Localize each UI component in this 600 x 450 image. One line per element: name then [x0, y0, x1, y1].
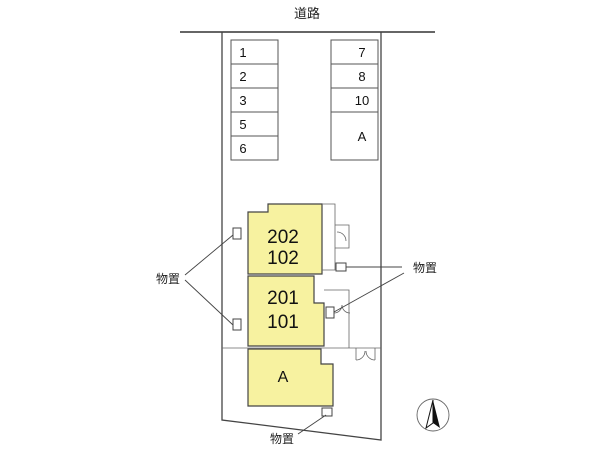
parking-space-5: 5: [239, 117, 246, 132]
unit-a-label: A: [278, 369, 289, 386]
storage-label-right: 物置: [413, 261, 437, 275]
parking-right-group: 7 8 10 A: [330, 39, 379, 161]
parking-left-group: 1 2 3 5 6: [230, 39, 279, 161]
north-arrow-icon: [416, 398, 450, 432]
storage-box: [325, 306, 335, 319]
leader-lines: [184, 234, 405, 435]
parking-space-7: 7: [358, 45, 365, 60]
road-label: 道路: [294, 6, 320, 22]
parking-space-a: A: [358, 129, 367, 144]
parking-space-1: 1: [239, 45, 246, 60]
unit-a: [247, 348, 334, 407]
storage-box: [232, 318, 242, 331]
unit-102-label: 102: [267, 248, 299, 269]
unit-201-101: [247, 275, 325, 347]
storage-label-bottom: 物置: [270, 432, 294, 446]
storage-box: [335, 262, 347, 272]
parking-space-8: 8: [358, 69, 365, 84]
storage-box: [321, 407, 333, 417]
storage-box: [232, 227, 242, 240]
parking-space-3: 3: [239, 93, 246, 108]
parking-space-2: 2: [239, 69, 246, 84]
lot-boundary: [221, 32, 382, 441]
parking-space-10: 10: [355, 93, 369, 108]
entrance-outlines: [322, 203, 376, 361]
parking-space-6: 6: [239, 141, 246, 156]
unit-201-label: 201: [267, 288, 299, 309]
storage-label-left: 物置: [156, 272, 180, 286]
unit-101-label: 101: [267, 312, 299, 333]
unit-202-label: 202: [267, 227, 299, 248]
